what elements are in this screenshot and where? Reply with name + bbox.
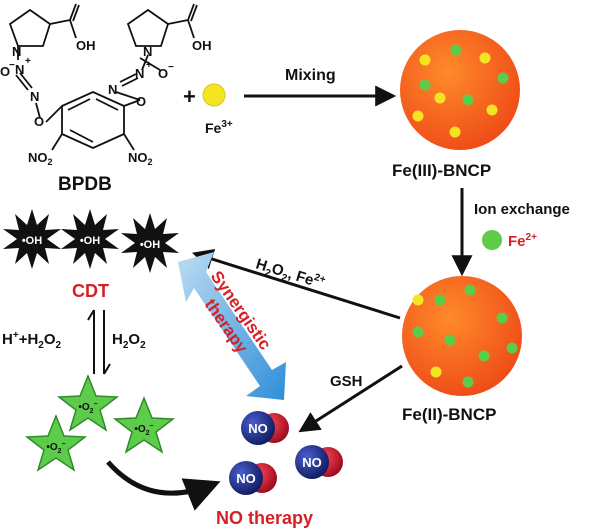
svg-text:NO: NO [248, 421, 268, 436]
svg-text:•OH: •OH [22, 235, 42, 247]
fe3-particle-label: Fe(III)-BNCP [392, 161, 491, 180]
svg-text:NO: NO [302, 455, 322, 470]
left-n-azo: N [30, 89, 39, 104]
oh-radical-icon: •OH [121, 213, 179, 273]
h-plus-h2o2-label: H++H2O2 [2, 330, 62, 351]
equilibrium-down-head [103, 363, 111, 375]
oh-radical-icon: •OH [3, 209, 61, 269]
benzene-ring [61, 91, 125, 149]
gsh-label: GSH [330, 373, 363, 390]
left-plus-charge: + [25, 56, 31, 67]
left-minus-charge: − [9, 60, 15, 71]
no-molecules: NO NO NO [229, 411, 343, 495]
left-n-plus: N [15, 62, 24, 77]
svg-text:NO: NO [236, 471, 256, 486]
left-nitro: NO2 [28, 150, 53, 167]
right-n-plus: N [135, 66, 144, 81]
bpdb-molecule [8, 3, 198, 151]
plus-sign: + [183, 84, 196, 109]
fe2-ion-icon [482, 230, 502, 250]
left-o-minus: O [0, 64, 10, 79]
no-therapy-label: NO therapy [216, 508, 313, 528]
svg-text:•O2−: •O2− [46, 441, 65, 455]
left-n-atom: N [12, 44, 21, 59]
equilibrium-up-head [87, 309, 95, 321]
h2o2-right-label: H2O2 [112, 331, 146, 351]
left-pyrrolidine-ring [8, 8, 52, 47]
right-o-ether: O [136, 94, 146, 109]
gsh-arrow [298, 364, 403, 433]
right-n-azo: N [108, 82, 117, 97]
right-pyrrolidine-ring [126, 8, 170, 47]
no-molecule-icon: NO [295, 445, 343, 479]
right-plus-charge: + [146, 60, 152, 71]
no-molecule-icon: NO [229, 461, 277, 495]
svg-text:•O2−: •O2− [78, 401, 97, 415]
fe2-particle-label: Fe(II)-BNCP [402, 405, 496, 424]
ion-exchange-label: Ion exchange [474, 201, 570, 218]
fe3-ion-icon [202, 83, 226, 107]
h2o2-fe-label: H2O2, Fe2+ [253, 255, 327, 296]
bpdb-label: BPDB [58, 174, 112, 195]
superoxide-icon: •O2− [112, 395, 176, 454]
left-o-ether: O [34, 114, 44, 129]
oh-radicals: •OH •OH •OH [3, 209, 179, 273]
superoxide-icon: •O2− [24, 413, 88, 472]
right-n-atom: N [143, 44, 152, 59]
cdt-label: CDT [72, 281, 109, 301]
h2o2-fe-arrow [191, 249, 401, 320]
svg-text:•O2−: •O2− [134, 423, 153, 437]
left-oh: OH [76, 38, 96, 53]
svg-text:•OH: •OH [140, 239, 160, 251]
superoxide-to-no-arrow [106, 460, 221, 511]
synergistic-arrow [178, 252, 286, 400]
bpdb-atoms: N OH O − N + N O OH N N + O − N O NO2 NO… [0, 38, 212, 167]
fe2-particle [402, 276, 522, 396]
superoxide-stars: •O2− •O2− •O2− [24, 373, 176, 472]
mixing-label: Mixing [285, 67, 336, 84]
superoxide-icon: •O2− [56, 373, 120, 432]
right-oh: OH [192, 38, 212, 53]
right-minus-charge: − [168, 62, 174, 73]
fe2-label: Fe2+ [508, 232, 537, 250]
right-nitro: NO2 [128, 150, 153, 167]
fe3-label: Fe3+ [205, 119, 233, 136]
fe3-particle [400, 30, 520, 150]
right-o-minus: O [158, 66, 168, 81]
oh-radical-icon: •OH [61, 209, 119, 269]
svg-text:•OH: •OH [80, 235, 100, 247]
no-molecule-icon: NO [241, 411, 289, 445]
